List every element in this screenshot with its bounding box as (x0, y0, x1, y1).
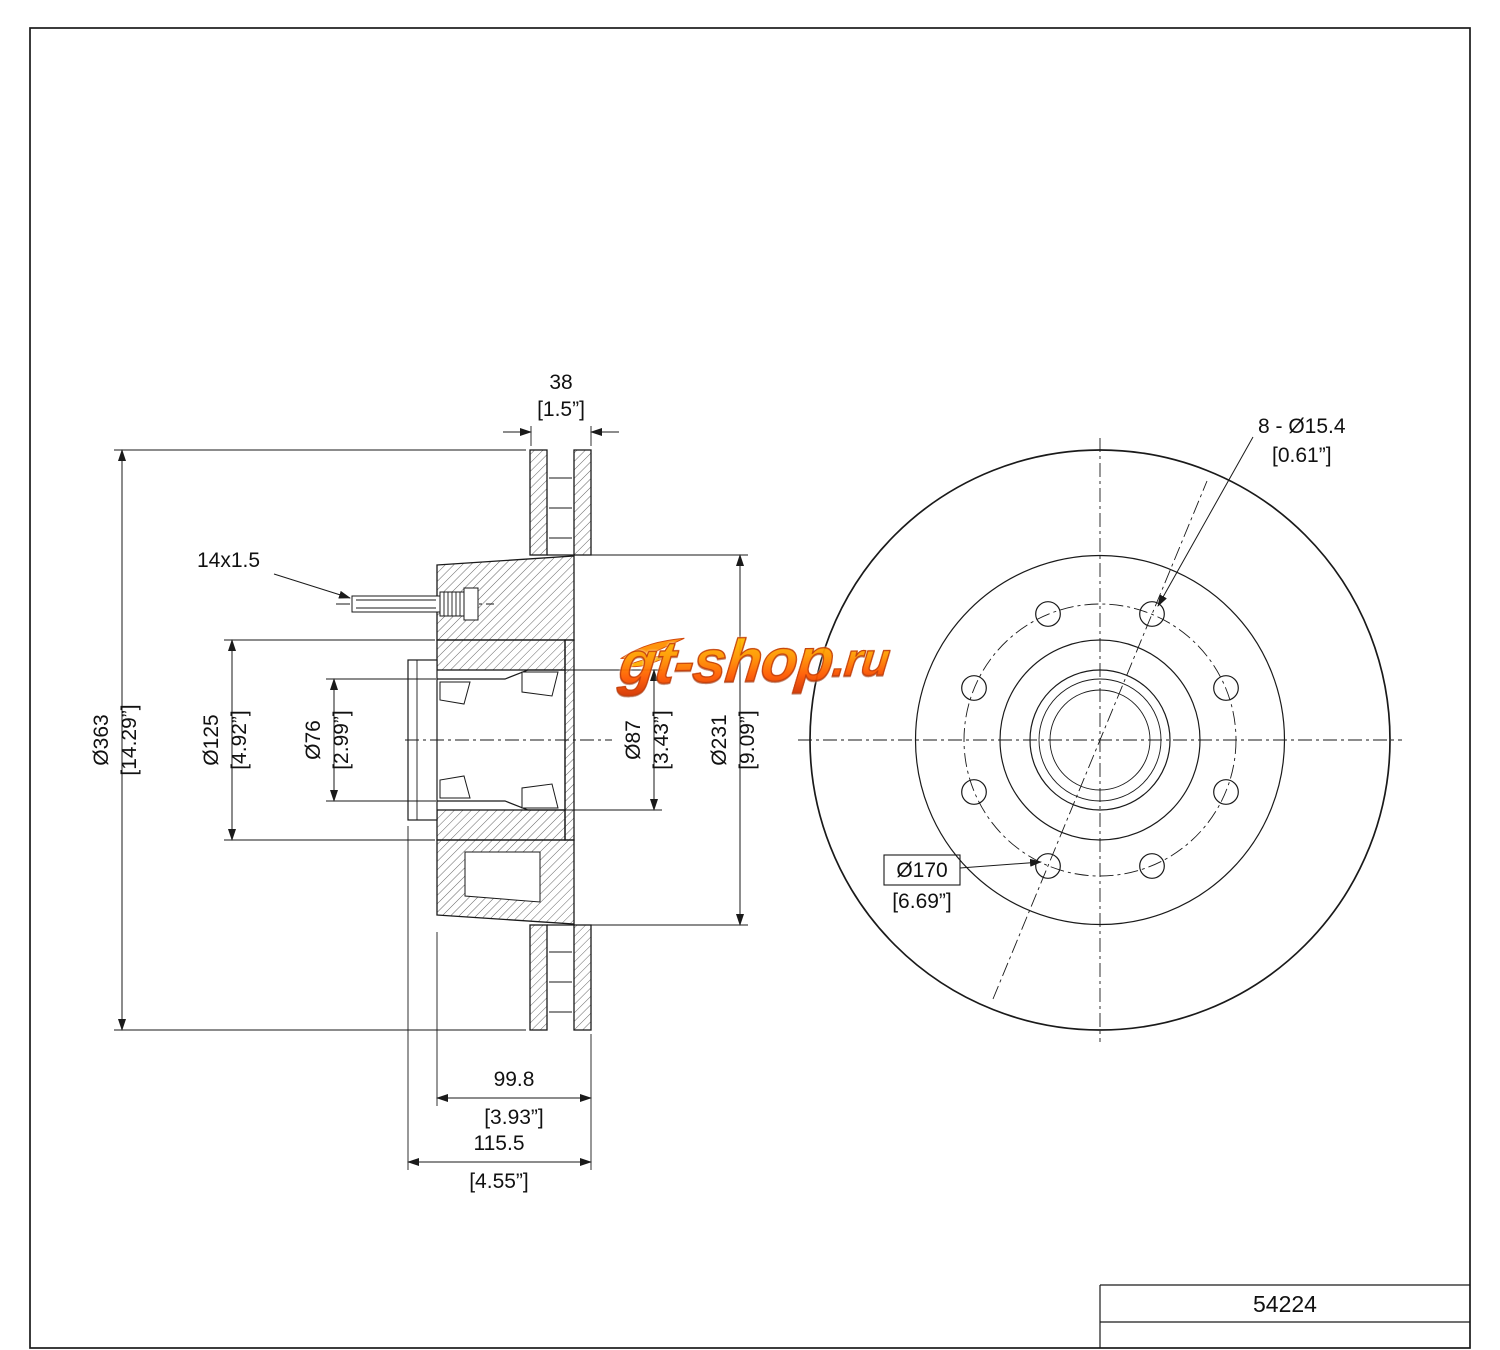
holes-callout (1157, 436, 1254, 607)
front-view (798, 438, 1402, 1042)
holes-label-in: [0.61”] (1272, 444, 1332, 467)
wheel-stud (336, 587, 494, 621)
dim-depth-hub-mm: 99.8 (494, 1068, 535, 1091)
dim-inner-dia-mm: Ø231 (708, 714, 731, 765)
dim-bore-dia-mm: Ø76 (302, 720, 325, 760)
dim-bore-dia-in: [2.99”] (330, 710, 353, 770)
dim-inner-diameter-231 (588, 554, 748, 926)
dim-seat-dia-mm: Ø87 (622, 720, 645, 760)
stud-holes (961, 601, 1239, 879)
dim-seat-dia-in: [3.43”] (650, 710, 673, 770)
dim-depth-115-5 (407, 826, 592, 1170)
dim-bore-diameter-76 (326, 678, 436, 802)
dim-inner-dia-in: [9.09”] (736, 710, 759, 770)
sheet-frame (29, 27, 1471, 1349)
dim-thickness-38 (503, 426, 619, 446)
bearing-bore (437, 669, 566, 811)
dim-flange-diameter-125 (224, 639, 435, 841)
bolt-circle-label-in: [6.69”] (892, 890, 952, 913)
holes-label-mm: 8 - Ø15.4 (1258, 415, 1346, 438)
side-view-section (336, 449, 612, 1031)
dim-outer-dia-mm: Ø363 (90, 714, 113, 765)
dim-outer-diameter-363 (114, 449, 526, 1031)
dim-seat-diameter-87 (560, 669, 662, 811)
disc-section (529, 449, 592, 1031)
dim-depth-total-in: [4.55”] (469, 1170, 529, 1193)
dim-depth-total-mm: 115.5 (474, 1132, 525, 1155)
bolt-circle-label-mm: Ø170 (896, 859, 947, 882)
dim-outer-dia-in: [14.29”] (118, 704, 141, 775)
dim-depth-99-8 (436, 932, 592, 1106)
thread-callout (273, 573, 351, 599)
thread-label: 14x1.5 (197, 549, 260, 572)
dim-flange-dia-mm: Ø125 (200, 714, 223, 765)
front-diagonal-centerline (992, 480, 1208, 1000)
dim-thickness-in: [1.5”] (537, 398, 585, 421)
dim-thickness-mm: 38 (549, 371, 572, 394)
bolt-circle-callout (883, 854, 1042, 886)
dim-depth-hub-in: [3.93”] (484, 1106, 544, 1129)
part-number: 54224 (1253, 1291, 1317, 1317)
dim-flange-dia-in: [4.92”] (228, 710, 251, 770)
